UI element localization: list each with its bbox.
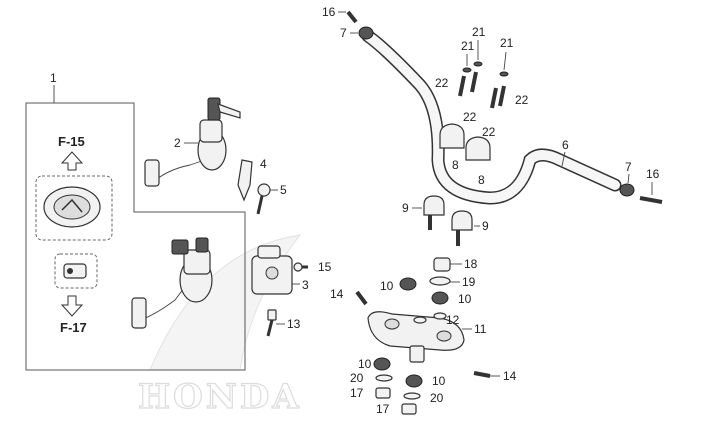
assembly-1-frame: 1 bbox=[25, 71, 246, 371]
callout-14b: 14 bbox=[503, 369, 517, 383]
callout-16b: 16 bbox=[646, 167, 660, 181]
callout-12: 12 bbox=[446, 313, 460, 327]
callout-9a: 9 bbox=[402, 201, 409, 215]
ref-f15-label: F-15 bbox=[58, 134, 85, 149]
callout-8b: 8 bbox=[478, 173, 485, 187]
callout-18: 18 bbox=[464, 257, 478, 271]
part-14-bolt-right: 14 bbox=[473, 369, 517, 383]
callout-21b: 21 bbox=[461, 39, 475, 53]
ignition-assembly-lower bbox=[131, 237, 213, 329]
part-16-bolt-left: 16 bbox=[322, 5, 358, 24]
ref-f17[interactable]: F-17 bbox=[60, 295, 87, 335]
part-18-nut: 18 bbox=[433, 257, 478, 272]
part-4-key: 4 bbox=[237, 157, 267, 202]
callout-16a: 16 bbox=[322, 5, 336, 19]
part-17-nuts: 17 17 bbox=[350, 386, 417, 416]
callout-13: 13 bbox=[287, 317, 301, 331]
part-3-block: 3 bbox=[251, 245, 309, 295]
callout-21c: 21 bbox=[500, 36, 514, 50]
callout-22c: 22 bbox=[482, 125, 496, 139]
part-22-bolts: 22 22 22 22 bbox=[435, 71, 529, 139]
callout-10d: 10 bbox=[432, 374, 446, 388]
ref-f15[interactable]: F-15 bbox=[58, 134, 85, 171]
callout-11: 11 bbox=[474, 322, 487, 336]
callout-22b: 22 bbox=[463, 110, 477, 124]
part-2-ignition-switch: 2 bbox=[144, 97, 241, 187]
callout-2: 2 bbox=[174, 136, 181, 150]
callout-1: 1 bbox=[50, 71, 57, 85]
arrow-down-icon bbox=[60, 295, 84, 317]
callout-3: 3 bbox=[302, 278, 309, 292]
part-9-holders: 9 9 bbox=[402, 195, 489, 246]
part-10-bushings: 10 10 10 10 bbox=[358, 277, 472, 388]
arrow-up-icon bbox=[60, 151, 84, 171]
callout-17b: 17 bbox=[376, 402, 390, 416]
part-7-end-weight-left: 7 bbox=[340, 26, 374, 40]
part-14-bolt-left: 14 bbox=[330, 287, 368, 306]
ref-f17-label: F-17 bbox=[60, 320, 87, 335]
part-19-washer: 19 bbox=[429, 275, 476, 289]
callout-5: 5 bbox=[280, 183, 287, 197]
part-20-washers: 20 20 bbox=[350, 371, 444, 405]
callout-9b: 9 bbox=[482, 219, 489, 233]
callout-21a: 21 bbox=[472, 25, 486, 39]
fuel-cap-detail bbox=[35, 175, 113, 241]
callout-22d: 22 bbox=[515, 93, 529, 107]
callout-20a: 20 bbox=[350, 371, 364, 385]
callout-7b: 7 bbox=[625, 160, 632, 174]
callout-8a: 8 bbox=[452, 158, 459, 172]
callout-10b: 10 bbox=[458, 292, 472, 306]
part-6-handlebar: 6 bbox=[361, 29, 622, 205]
callout-10c: 10 bbox=[358, 357, 372, 371]
callout-17a: 17 bbox=[350, 386, 364, 400]
part-15-screw: 15 bbox=[293, 260, 332, 274]
part-12-rubbers: 12 bbox=[413, 312, 460, 327]
callout-20b: 20 bbox=[430, 391, 444, 405]
callout-15: 15 bbox=[318, 260, 332, 274]
callout-10a: 10 bbox=[380, 279, 394, 293]
part-8-clamps: 8 8 bbox=[439, 123, 491, 187]
watermark-text: HONDA bbox=[138, 377, 302, 417]
callout-14a: 14 bbox=[330, 287, 344, 301]
callout-7a: 7 bbox=[340, 26, 347, 40]
callout-4: 4 bbox=[260, 157, 267, 171]
seat-lock-detail bbox=[54, 253, 98, 289]
part-11-top-bridge: 11 bbox=[367, 311, 487, 363]
part-16-bolt-right: 16 bbox=[639, 167, 663, 204]
part-13-bolt: 13 bbox=[266, 309, 301, 337]
part-21-washers: 21 21 21 bbox=[461, 25, 514, 77]
callout-22a: 22 bbox=[435, 76, 449, 90]
part-7-end-weight-right: 7 bbox=[619, 160, 635, 197]
callout-19: 19 bbox=[462, 275, 476, 289]
callout-6: 6 bbox=[562, 138, 569, 152]
part-5-screw: 5 bbox=[256, 183, 287, 215]
